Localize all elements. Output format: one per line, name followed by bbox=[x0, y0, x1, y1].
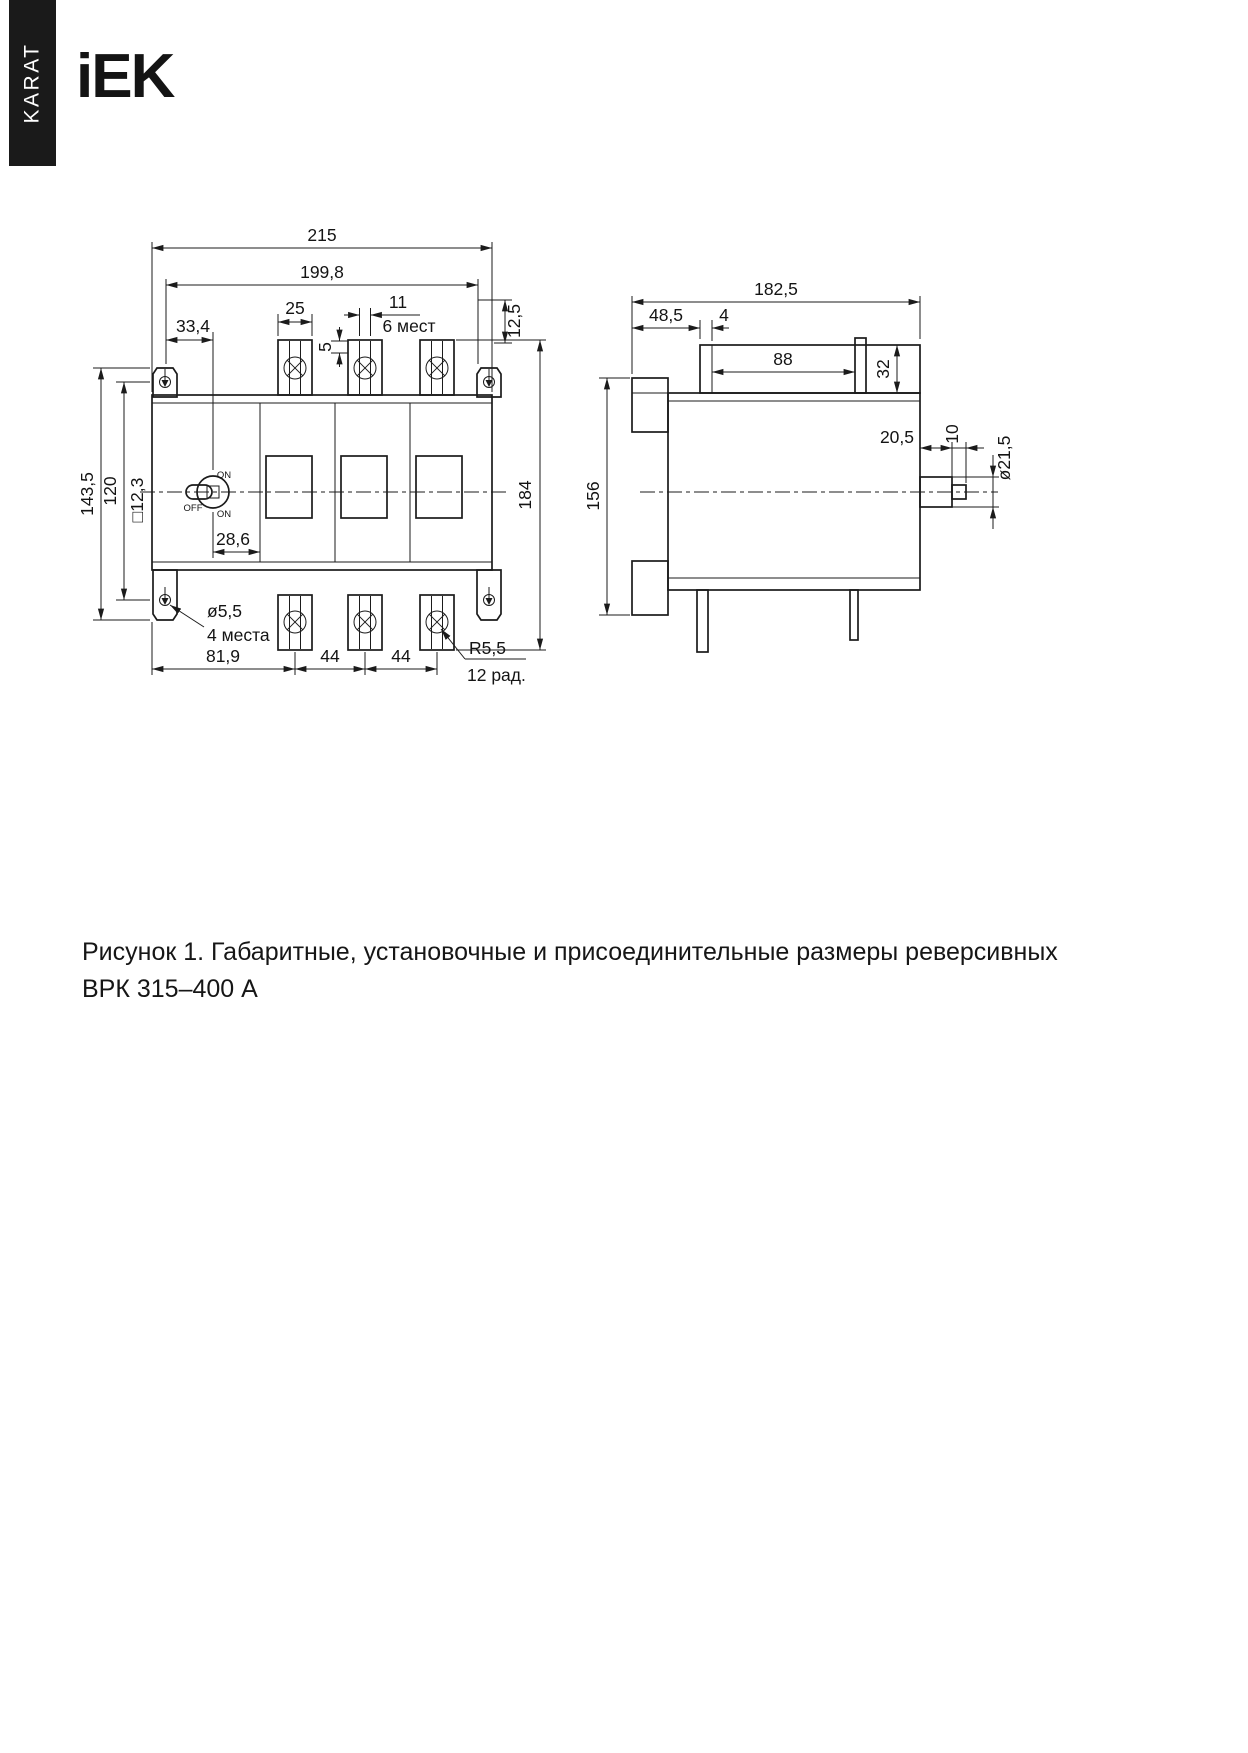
dim-label-mounting-height-outer: 143,5 bbox=[77, 472, 97, 516]
square-shaft bbox=[206, 485, 220, 499]
dim-label-slot-places: 6 мест bbox=[382, 316, 435, 336]
dim-front-corner-radius: R5,5 12 рад. bbox=[440, 628, 526, 685]
dim-label-shaft-square: □12,3 bbox=[127, 478, 147, 523]
dim-front-total-width: 215 bbox=[151, 225, 493, 392]
screw-icon bbox=[353, 356, 377, 380]
dim-label-shaft-length: 20,5 bbox=[880, 427, 914, 447]
dim-label-handle-center-offset: 28,6 bbox=[216, 529, 250, 549]
dim-label-mounting-width: 199,8 bbox=[300, 262, 344, 282]
side-leg-left bbox=[696, 589, 709, 653]
dim-label-corner-radius: R5,5 bbox=[469, 638, 506, 658]
dim-label-slot-edge-offset: 5 bbox=[315, 342, 335, 352]
dim-label-pole-pitch-1: 44 bbox=[320, 646, 340, 666]
side-leg-right bbox=[849, 589, 859, 641]
dim-label-total-width: 215 bbox=[307, 225, 336, 245]
dim-label-pole-pitch-2: 44 bbox=[391, 646, 411, 666]
dim-side-cover-height: 32 bbox=[873, 344, 901, 394]
dim-front-bottom-chain: 81,9 44 44 bbox=[151, 622, 438, 675]
front-windows bbox=[265, 455, 463, 519]
screw-icon bbox=[425, 356, 449, 380]
dim-side-total-depth: 182,5 bbox=[631, 279, 921, 374]
switch-label-on-top: ON bbox=[217, 470, 231, 481]
dim-front-mounting-width: 199,8 bbox=[165, 262, 479, 364]
mounting-bracket-top-left bbox=[152, 367, 178, 398]
karat-brand-bar: KARAT bbox=[9, 0, 56, 166]
dim-label-mounting-height-inner: 120 bbox=[100, 476, 120, 505]
mounting-bracket-bottom-left bbox=[152, 569, 178, 621]
front-view: ON OFF ON 215 199,8 33,4 bbox=[77, 225, 546, 685]
dim-side-wall-thickness: 4 bbox=[711, 305, 729, 341]
mounting-bracket-bottom-right bbox=[476, 569, 502, 621]
screw-icon bbox=[283, 356, 307, 380]
dim-side-shaft-tip-length: 10 bbox=[942, 424, 984, 483]
dim-label-mounting-hole-places: 4 места bbox=[207, 625, 270, 645]
dim-front-handle-center-offset: 28,6 bbox=[212, 512, 261, 558]
terminal-top-1 bbox=[277, 339, 313, 396]
dim-label-bottom-offset: 81,9 bbox=[206, 646, 240, 666]
front-body-outline bbox=[140, 394, 506, 571]
side-view: 182,5 48,5 4 88 32 bbox=[583, 279, 1014, 653]
screw-icon bbox=[425, 610, 449, 634]
dim-front-mounting-hole: ø5,5 4 места bbox=[169, 601, 270, 645]
side-flange-top bbox=[631, 377, 669, 433]
technical-drawing: ON OFF ON 215 199,8 33,4 bbox=[77, 225, 1014, 685]
screw-icon bbox=[353, 610, 377, 634]
dim-label-total-height: 184 bbox=[515, 480, 535, 509]
mounting-bracket-top-right bbox=[476, 367, 502, 398]
dim-front-terminal-width: 25 bbox=[277, 298, 313, 336]
dim-label-shaft-tip-length: 10 bbox=[942, 424, 962, 444]
dim-label-handle-offset: 33,4 bbox=[176, 316, 210, 336]
switch-label-off: OFF bbox=[184, 503, 203, 514]
switch-handle: ON OFF ON bbox=[184, 470, 232, 520]
figure-caption: Рисунок 1. Габаритные, установочные и пр… bbox=[82, 934, 1082, 1008]
dim-label-wall-thickness: 4 bbox=[719, 305, 729, 325]
dim-label-corner-radius-places: 12 рад. bbox=[467, 665, 526, 685]
dim-label-terminal-width: 25 bbox=[285, 298, 304, 318]
switch-label-on-bottom: ON bbox=[217, 509, 231, 520]
screw-icon bbox=[283, 610, 307, 634]
dim-label-body-height: 156 bbox=[583, 481, 603, 510]
terminal-bottom-2 bbox=[347, 594, 383, 651]
dim-front-mounting-height-outer: 143,5 bbox=[77, 367, 150, 621]
terminal-top-3 bbox=[419, 339, 455, 396]
dim-front-slot-width: 11 6 мест bbox=[344, 292, 436, 336]
dim-side-body-height: 156 bbox=[583, 377, 630, 616]
side-flange-bottom bbox=[631, 560, 669, 616]
dim-label-mounting-hole-dia: ø5,5 bbox=[207, 601, 242, 621]
dim-front-mounting-height-inner: 120 bbox=[100, 381, 150, 601]
terminal-bottom-1 bbox=[277, 594, 313, 651]
terminal-top-2 bbox=[347, 339, 383, 396]
dim-label-shaft-dia: ø21,5 bbox=[994, 436, 1014, 481]
dim-label-cover-height: 32 bbox=[873, 359, 893, 378]
dim-front-top-edge-offset: 12,5 bbox=[478, 299, 524, 344]
dim-side-shaft-dia: ø21,5 bbox=[952, 436, 1014, 529]
dim-label-top-edge-offset: 12,5 bbox=[504, 304, 524, 338]
dim-side-cover-width: 88 bbox=[711, 349, 856, 376]
dim-label-total-depth: 182,5 bbox=[754, 279, 798, 299]
dim-front-total-height: 184 bbox=[456, 339, 546, 651]
side-terminal-bar bbox=[854, 337, 867, 394]
dim-side-front-depth: 48,5 bbox=[631, 305, 701, 339]
caption-line-1: Рисунок 1. Габаритные, установочные и пр… bbox=[82, 938, 1058, 966]
dim-front-handle-offset: 33,4 bbox=[165, 316, 214, 470]
iek-logo: iEK bbox=[76, 42, 175, 111]
terminal-bottom-3 bbox=[419, 594, 455, 651]
side-cover-block bbox=[699, 344, 921, 394]
dim-front-slot-edge-offset: 5 bbox=[315, 327, 348, 367]
side-body-outline bbox=[631, 337, 998, 653]
dim-label-slot-width: 11 bbox=[389, 292, 407, 312]
caption-line-2: ВРК 315–400 А bbox=[82, 975, 258, 1003]
dim-label-front-depth: 48,5 bbox=[649, 305, 683, 325]
dim-label-cover-width: 88 bbox=[773, 349, 792, 369]
dim-side-shaft-length: 20,5 bbox=[880, 427, 953, 483]
